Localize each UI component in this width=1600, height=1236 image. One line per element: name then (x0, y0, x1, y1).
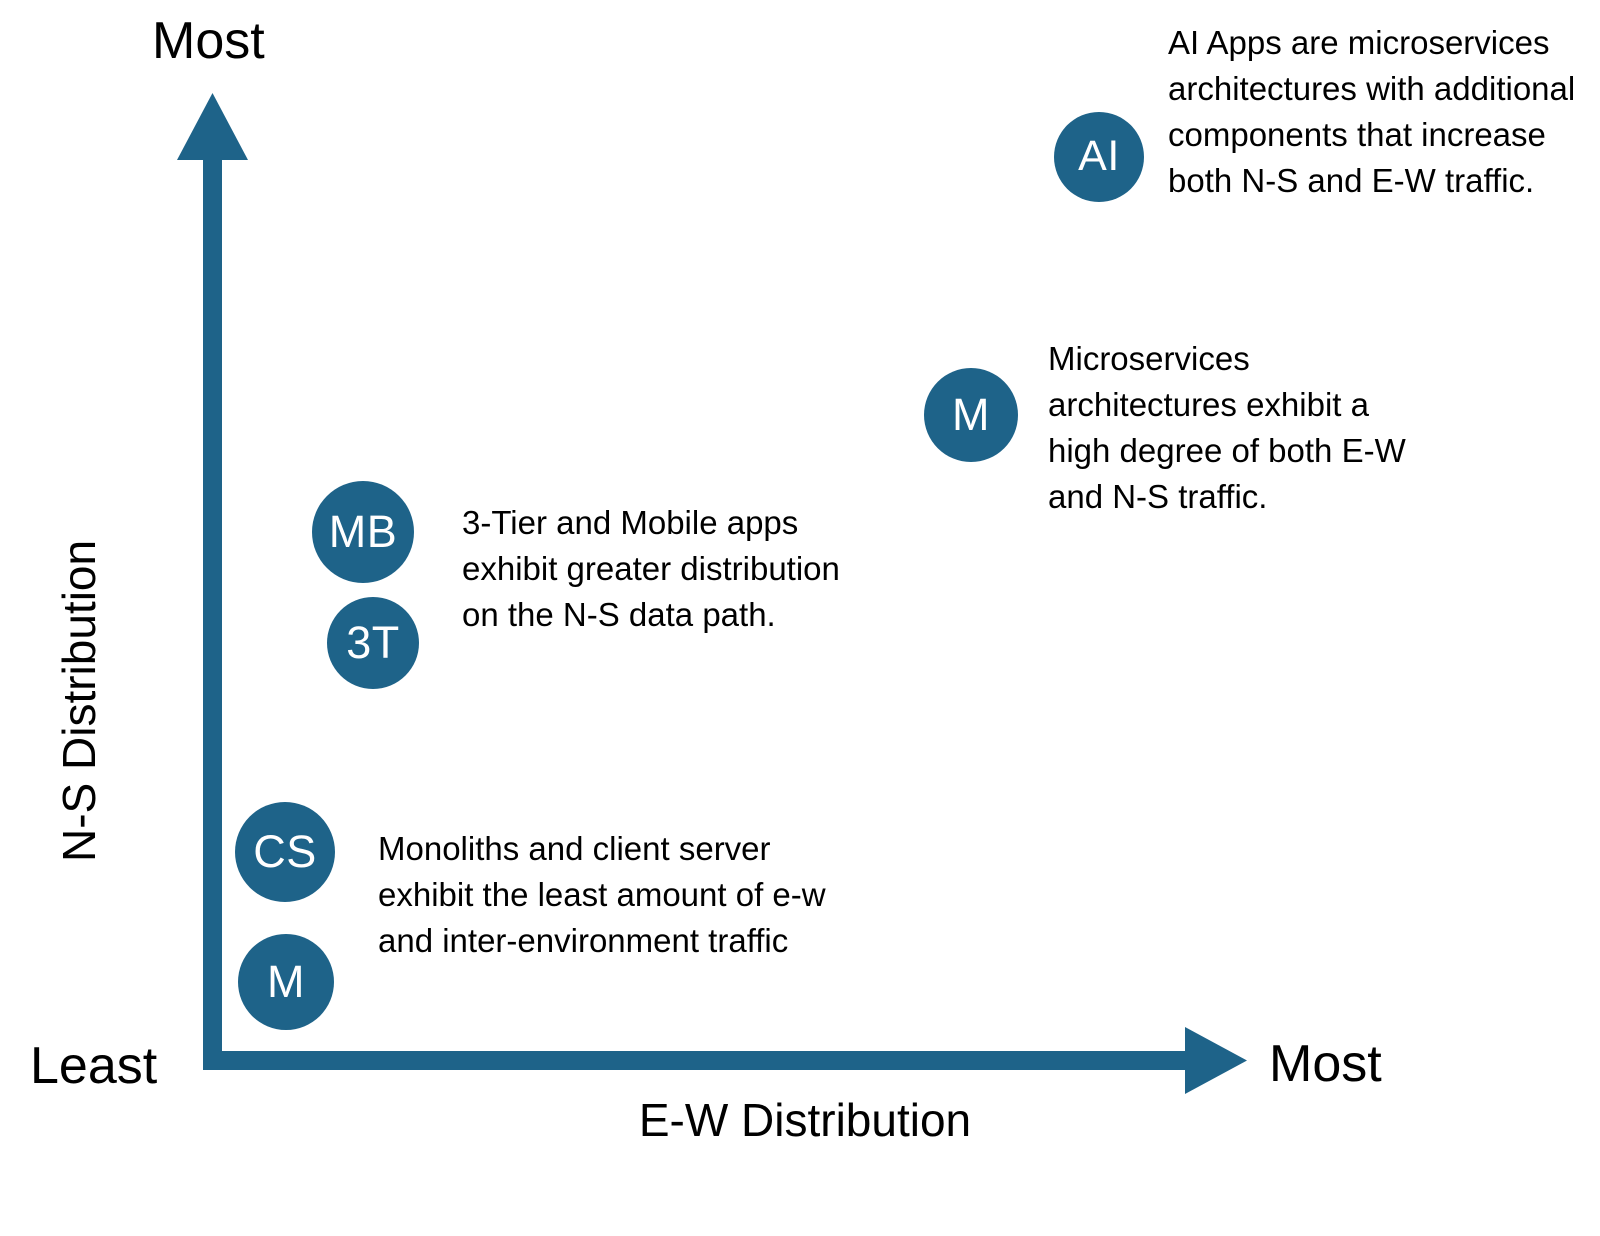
bubble-mobile[interactable]: MB (312, 481, 414, 583)
bubble-client-server-label: CS (253, 825, 317, 877)
bubble-ai-apps[interactable]: AI (1054, 112, 1144, 202)
bubble-mobile-label: MB (328, 505, 398, 557)
x-axis-line (203, 1051, 1203, 1070)
bubble-microservices[interactable]: M (924, 368, 1018, 462)
x-axis-min-label: Least (30, 1037, 158, 1095)
x-axis-arrowhead (1185, 1027, 1247, 1094)
bubble-three-tier-label: 3T (346, 616, 400, 668)
bubble-three-tier[interactable]: 3T (327, 597, 419, 689)
y-axis-title: N-S Distribution (53, 539, 105, 862)
y-axis-line (203, 150, 222, 1070)
y-axis-arrowhead (177, 93, 248, 160)
x-axis-title: E-W Distribution (638, 1094, 972, 1146)
annotation-mobile-three-tier: 3-Tier and Mobile apps exhibit greater d… (462, 504, 840, 633)
annotation-monolith-client-server: Monoliths and client server exhibit the … (378, 830, 826, 959)
bubble-monolith[interactable]: M (238, 934, 334, 1030)
y-axis-max-label: Most (152, 12, 265, 70)
bubble-client-server[interactable]: CS (235, 802, 335, 902)
annotation-ai-apps: AI Apps are microservices architectures … (1168, 24, 1576, 199)
bubble-monolith-label: M (267, 955, 305, 1007)
x-axis-max-label: Most (1269, 1035, 1382, 1093)
bubble-microservices-label: M (952, 388, 990, 440)
bubble-ai-apps-label: AI (1078, 131, 1120, 180)
annotation-microservices: Microservices architectures exhibit a hi… (1048, 340, 1406, 515)
